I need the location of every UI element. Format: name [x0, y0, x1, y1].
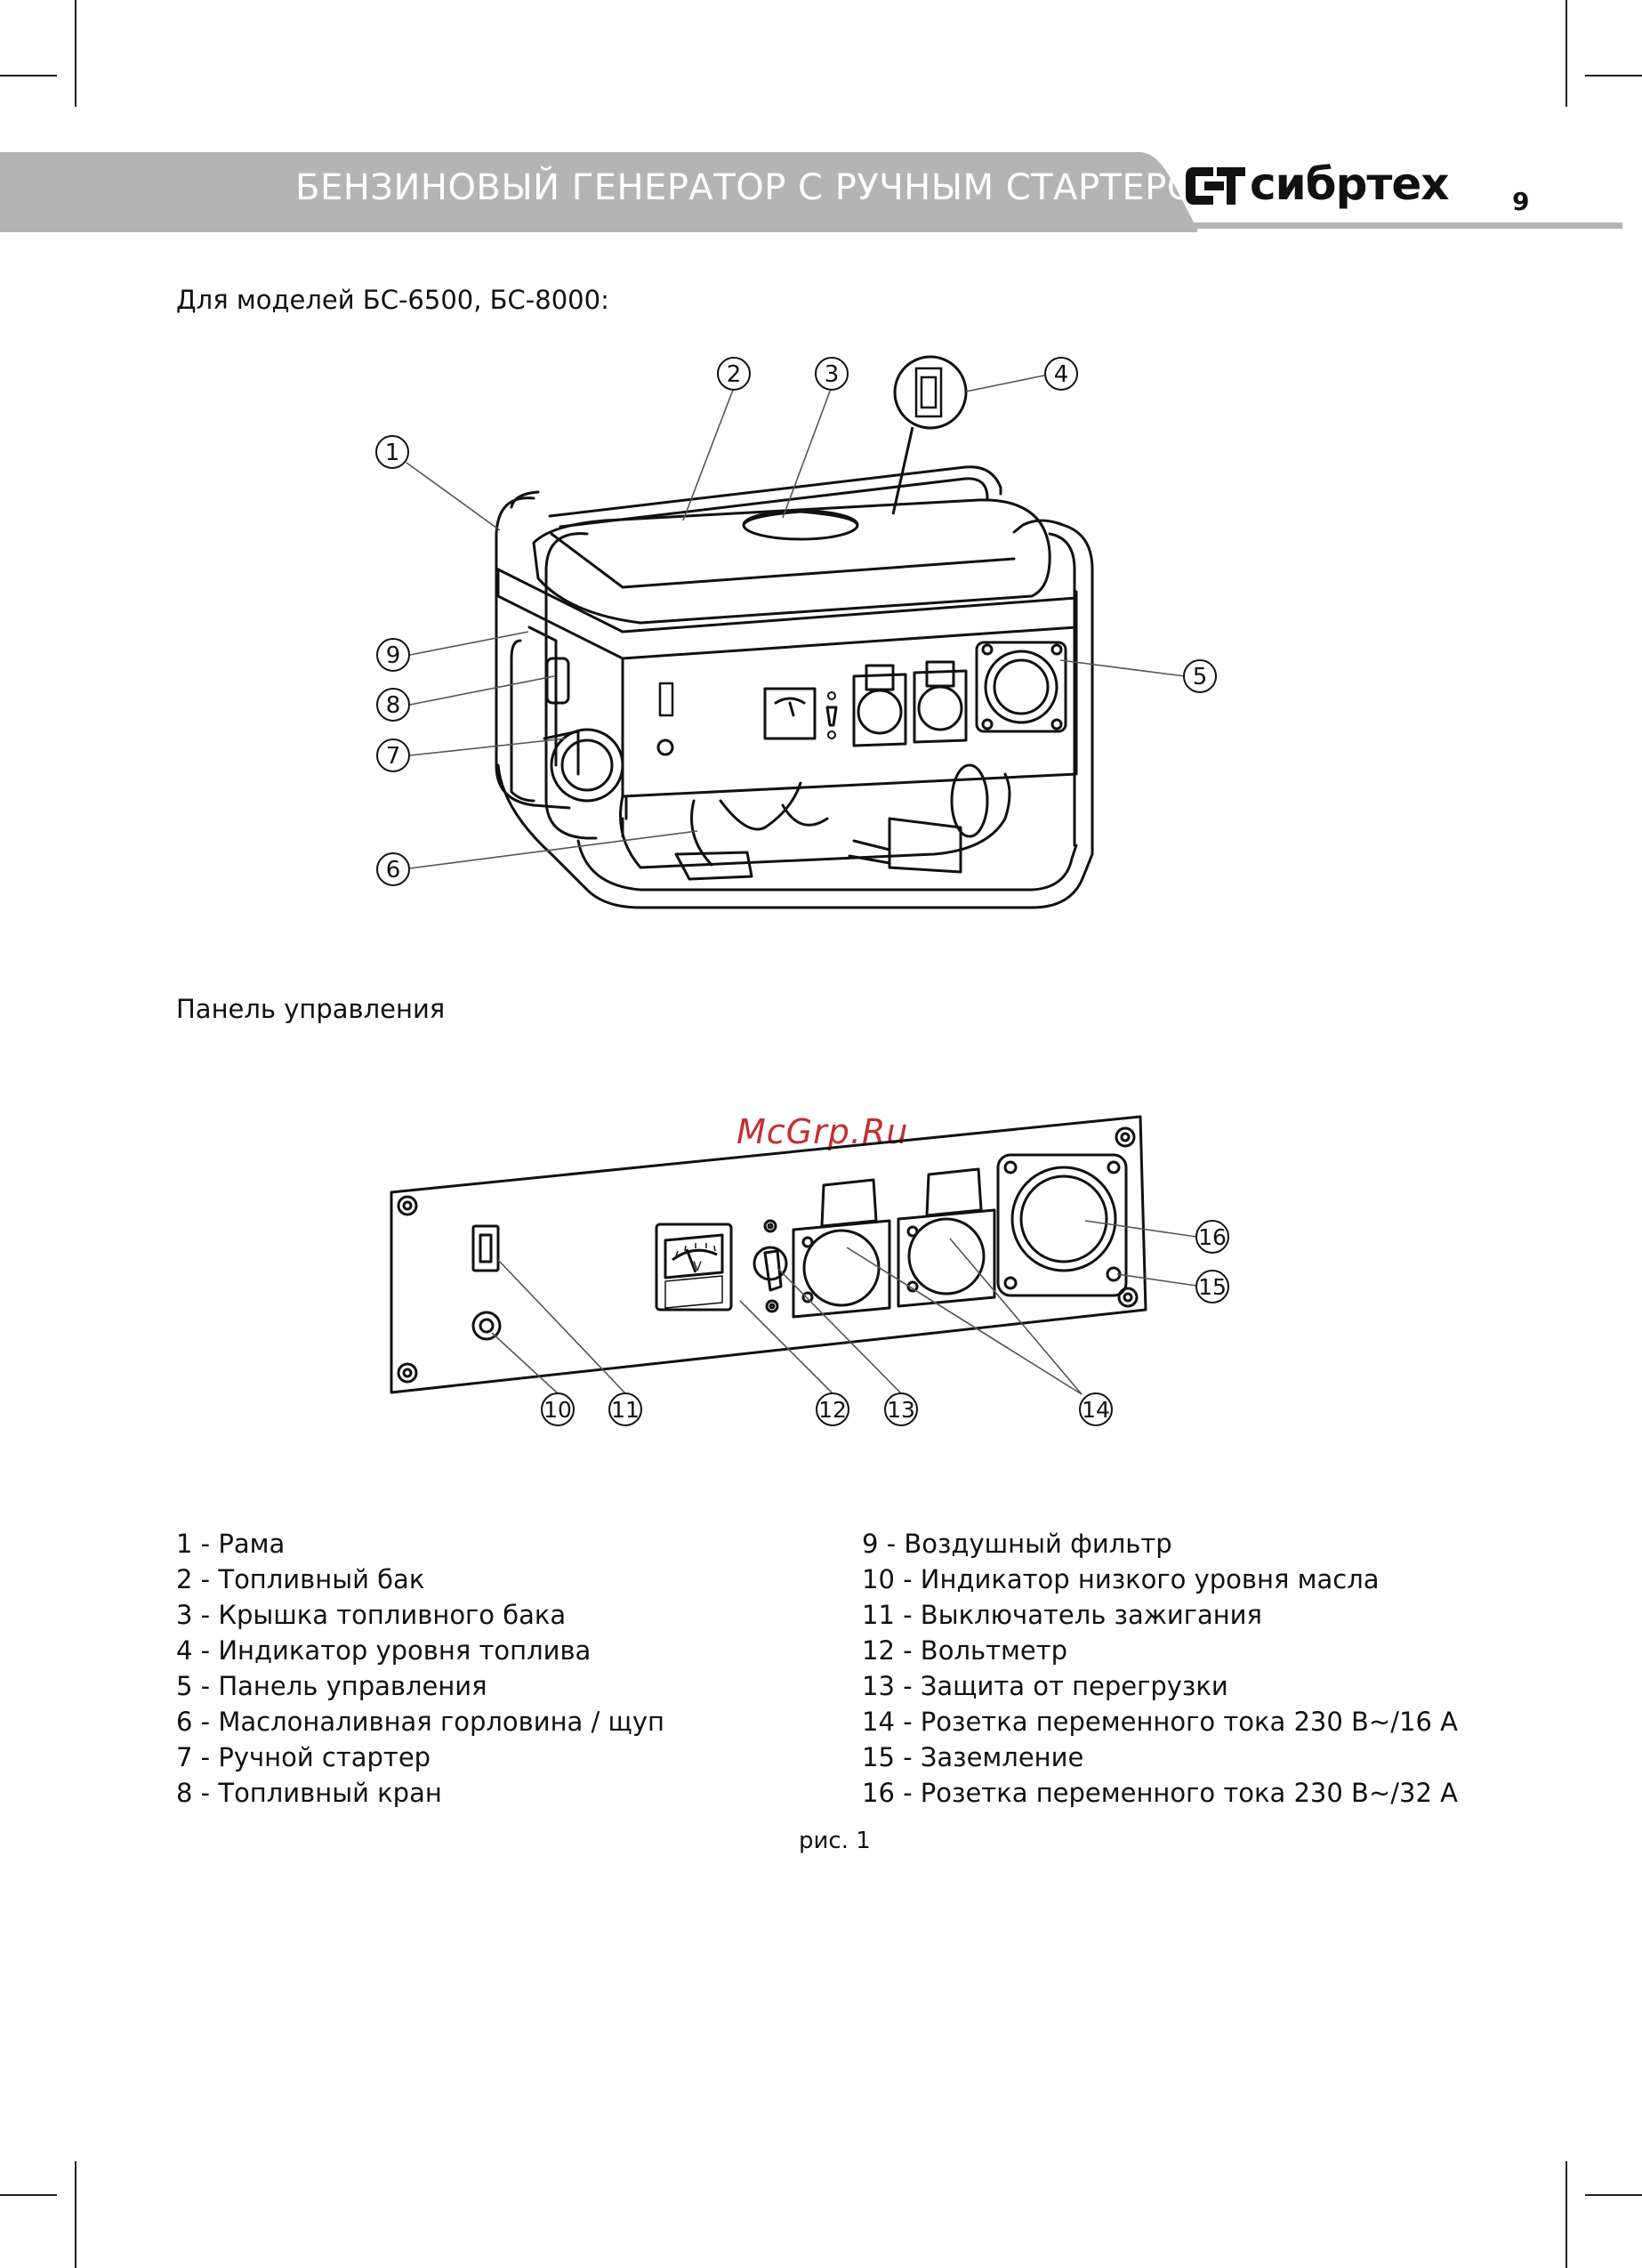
crop-mark	[75, 2161, 76, 2268]
legend-item: 13 - Защита от перегрузки	[862, 1671, 1228, 1701]
callout-label: 13	[887, 1397, 915, 1423]
brand-name: сибртех	[1250, 158, 1450, 210]
crop-mark	[0, 75, 57, 77]
crop-mark	[1566, 0, 1567, 107]
legend-item: 8 - Топливный кран	[176, 1778, 442, 1808]
legend-item: 10 - Индикатор низкого уровня масла	[862, 1564, 1380, 1594]
callout-6	[376, 852, 410, 886]
legend-left: 1 - Рама 2 - Топливный бак 3 - Крышка то…	[176, 1526, 664, 1811]
header-rule	[1156, 222, 1622, 229]
legend-item: 2 - Топливный бак	[176, 1564, 425, 1594]
legend-item: 9 - Воздушный фильтр	[862, 1529, 1172, 1559]
legend-item: 5 - Панель управления	[176, 1671, 487, 1701]
callout-9	[376, 638, 410, 672]
legend-right: 9 - Воздушный фильтр 10 - Индикатор низк…	[862, 1526, 1458, 1811]
callout-label: 16	[1198, 1224, 1227, 1250]
callout-label: 9	[386, 642, 401, 669]
legend-item: 14 - Розетка переменного тока 230 В~/16 …	[862, 1707, 1458, 1737]
legend-item: 1 - Рама	[176, 1529, 286, 1559]
callout-label: 1	[385, 440, 400, 466]
callout-2	[717, 357, 751, 391]
callout-label: 12	[818, 1397, 847, 1423]
callout-label: 10	[543, 1397, 572, 1423]
callout-label: 11	[611, 1397, 640, 1423]
control-panel-illustration: V 10 11 12 13 14 15 16	[390, 1115, 1229, 1426]
callout-label: 5	[1193, 664, 1208, 690]
legend-item: 7 - Ручной стартер	[176, 1742, 431, 1772]
callout-5	[1183, 659, 1217, 693]
legend-item: 3 - Крышка топливного бака	[176, 1600, 567, 1630]
callout-3	[815, 357, 849, 391]
callout-label: 2	[727, 361, 742, 388]
crop-mark	[1566, 2161, 1567, 2268]
callout-1	[375, 435, 409, 469]
generator-illustration: 1 2 3 4 5 6 7 8 9	[375, 355, 1217, 909]
callout-label: 14	[1082, 1397, 1110, 1423]
legend-item: 16 - Розетка переменного тока 230 В~/32 …	[862, 1778, 1458, 1808]
page-header-title: БЕНЗИНОВЫЙ ГЕНЕРАТОР С РУЧНЫМ СТАРТЕРОМ	[295, 167, 1227, 208]
legend-item: 6 - Маслоналивная горловина / щуп	[176, 1707, 664, 1737]
crop-mark	[1585, 2194, 1642, 2196]
callout-label: 6	[386, 857, 401, 884]
crop-mark	[1585, 75, 1642, 77]
figure-caption: рис. 1	[799, 1828, 871, 1854]
watermark: McGrp.Ru	[736, 1112, 909, 1151]
callout-4	[1044, 357, 1078, 391]
header-band	[0, 152, 1139, 232]
callout-label: 3	[825, 361, 840, 388]
callout-label: 15	[1198, 1274, 1227, 1300]
callout-label: 7	[386, 743, 401, 770]
legend-item: 12 - Вольтметр	[862, 1635, 1067, 1666]
callout-8	[376, 688, 410, 722]
panel-caption: Панель управления	[176, 994, 446, 1024]
brand-logo-icon	[1186, 167, 1245, 205]
callout-label: 8	[386, 692, 401, 719]
models-caption: Для моделей БС-6500, БС-8000:	[176, 285, 609, 315]
callout-7	[376, 739, 410, 772]
page-number: 9	[1512, 187, 1530, 216]
legend-item: 4 - Индикатор уровня топлива	[176, 1635, 592, 1666]
crop-mark	[75, 0, 76, 107]
voltmeter-letter: V	[693, 1260, 702, 1274]
header-band-tail	[1135, 152, 1197, 232]
legend-item: 15 - Заземление	[862, 1742, 1084, 1772]
legend-item: 11 - Выключатель зажигания	[862, 1600, 1262, 1630]
callout-label: 4	[1054, 361, 1069, 388]
crop-mark	[0, 2194, 57, 2196]
